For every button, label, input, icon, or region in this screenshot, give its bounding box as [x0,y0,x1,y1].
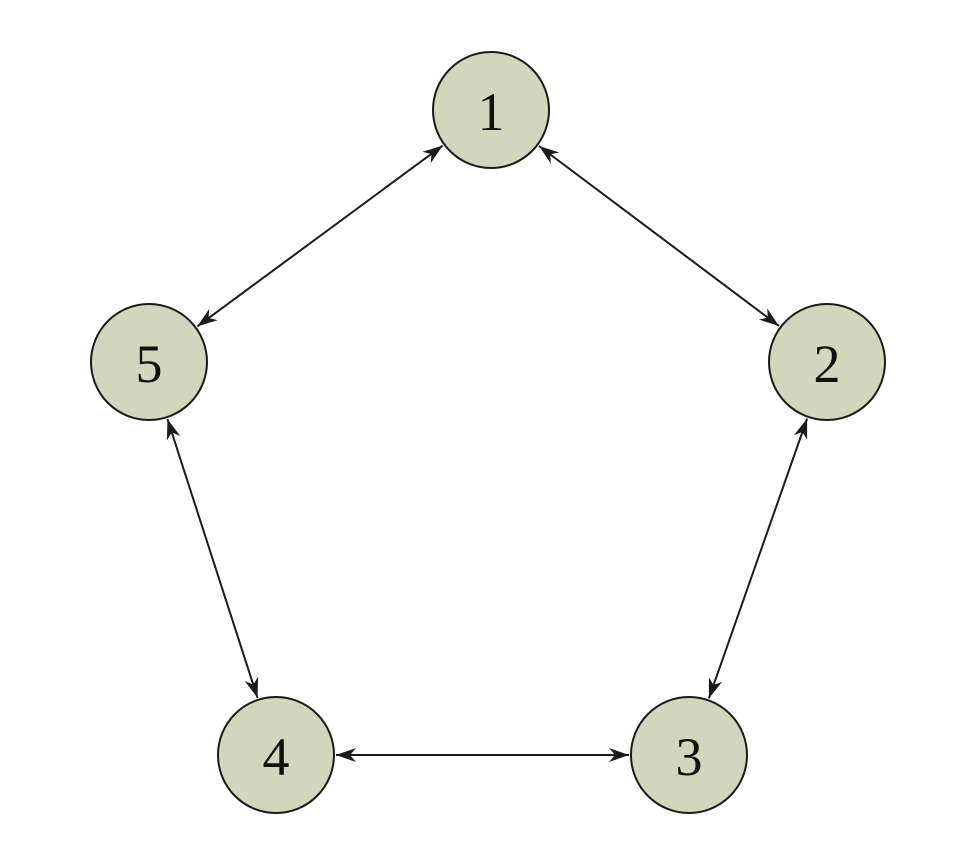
node-circle [90,303,208,421]
edge-5-1 [196,144,444,328]
node-label: 4 [263,727,290,787]
node-1: 1 [432,51,550,169]
node-circle [768,303,886,421]
node-circle [432,51,550,169]
node-circle [630,696,748,814]
node-label: 5 [136,334,163,394]
edge-2-3 [707,418,809,699]
node-5: 5 [90,303,208,421]
node-label: 3 [676,727,703,787]
node-circle [217,696,335,814]
node-label: 1 [478,82,505,142]
node-3: 3 [630,696,748,814]
node-label: 2 [814,334,841,394]
edges-layer [166,144,809,762]
nodes-layer: 1 2 3 4 5 [90,51,886,814]
node-2: 2 [768,303,886,421]
node-4: 4 [217,696,335,814]
edge-4-5 [166,418,259,699]
edge-1-2 [538,145,780,327]
